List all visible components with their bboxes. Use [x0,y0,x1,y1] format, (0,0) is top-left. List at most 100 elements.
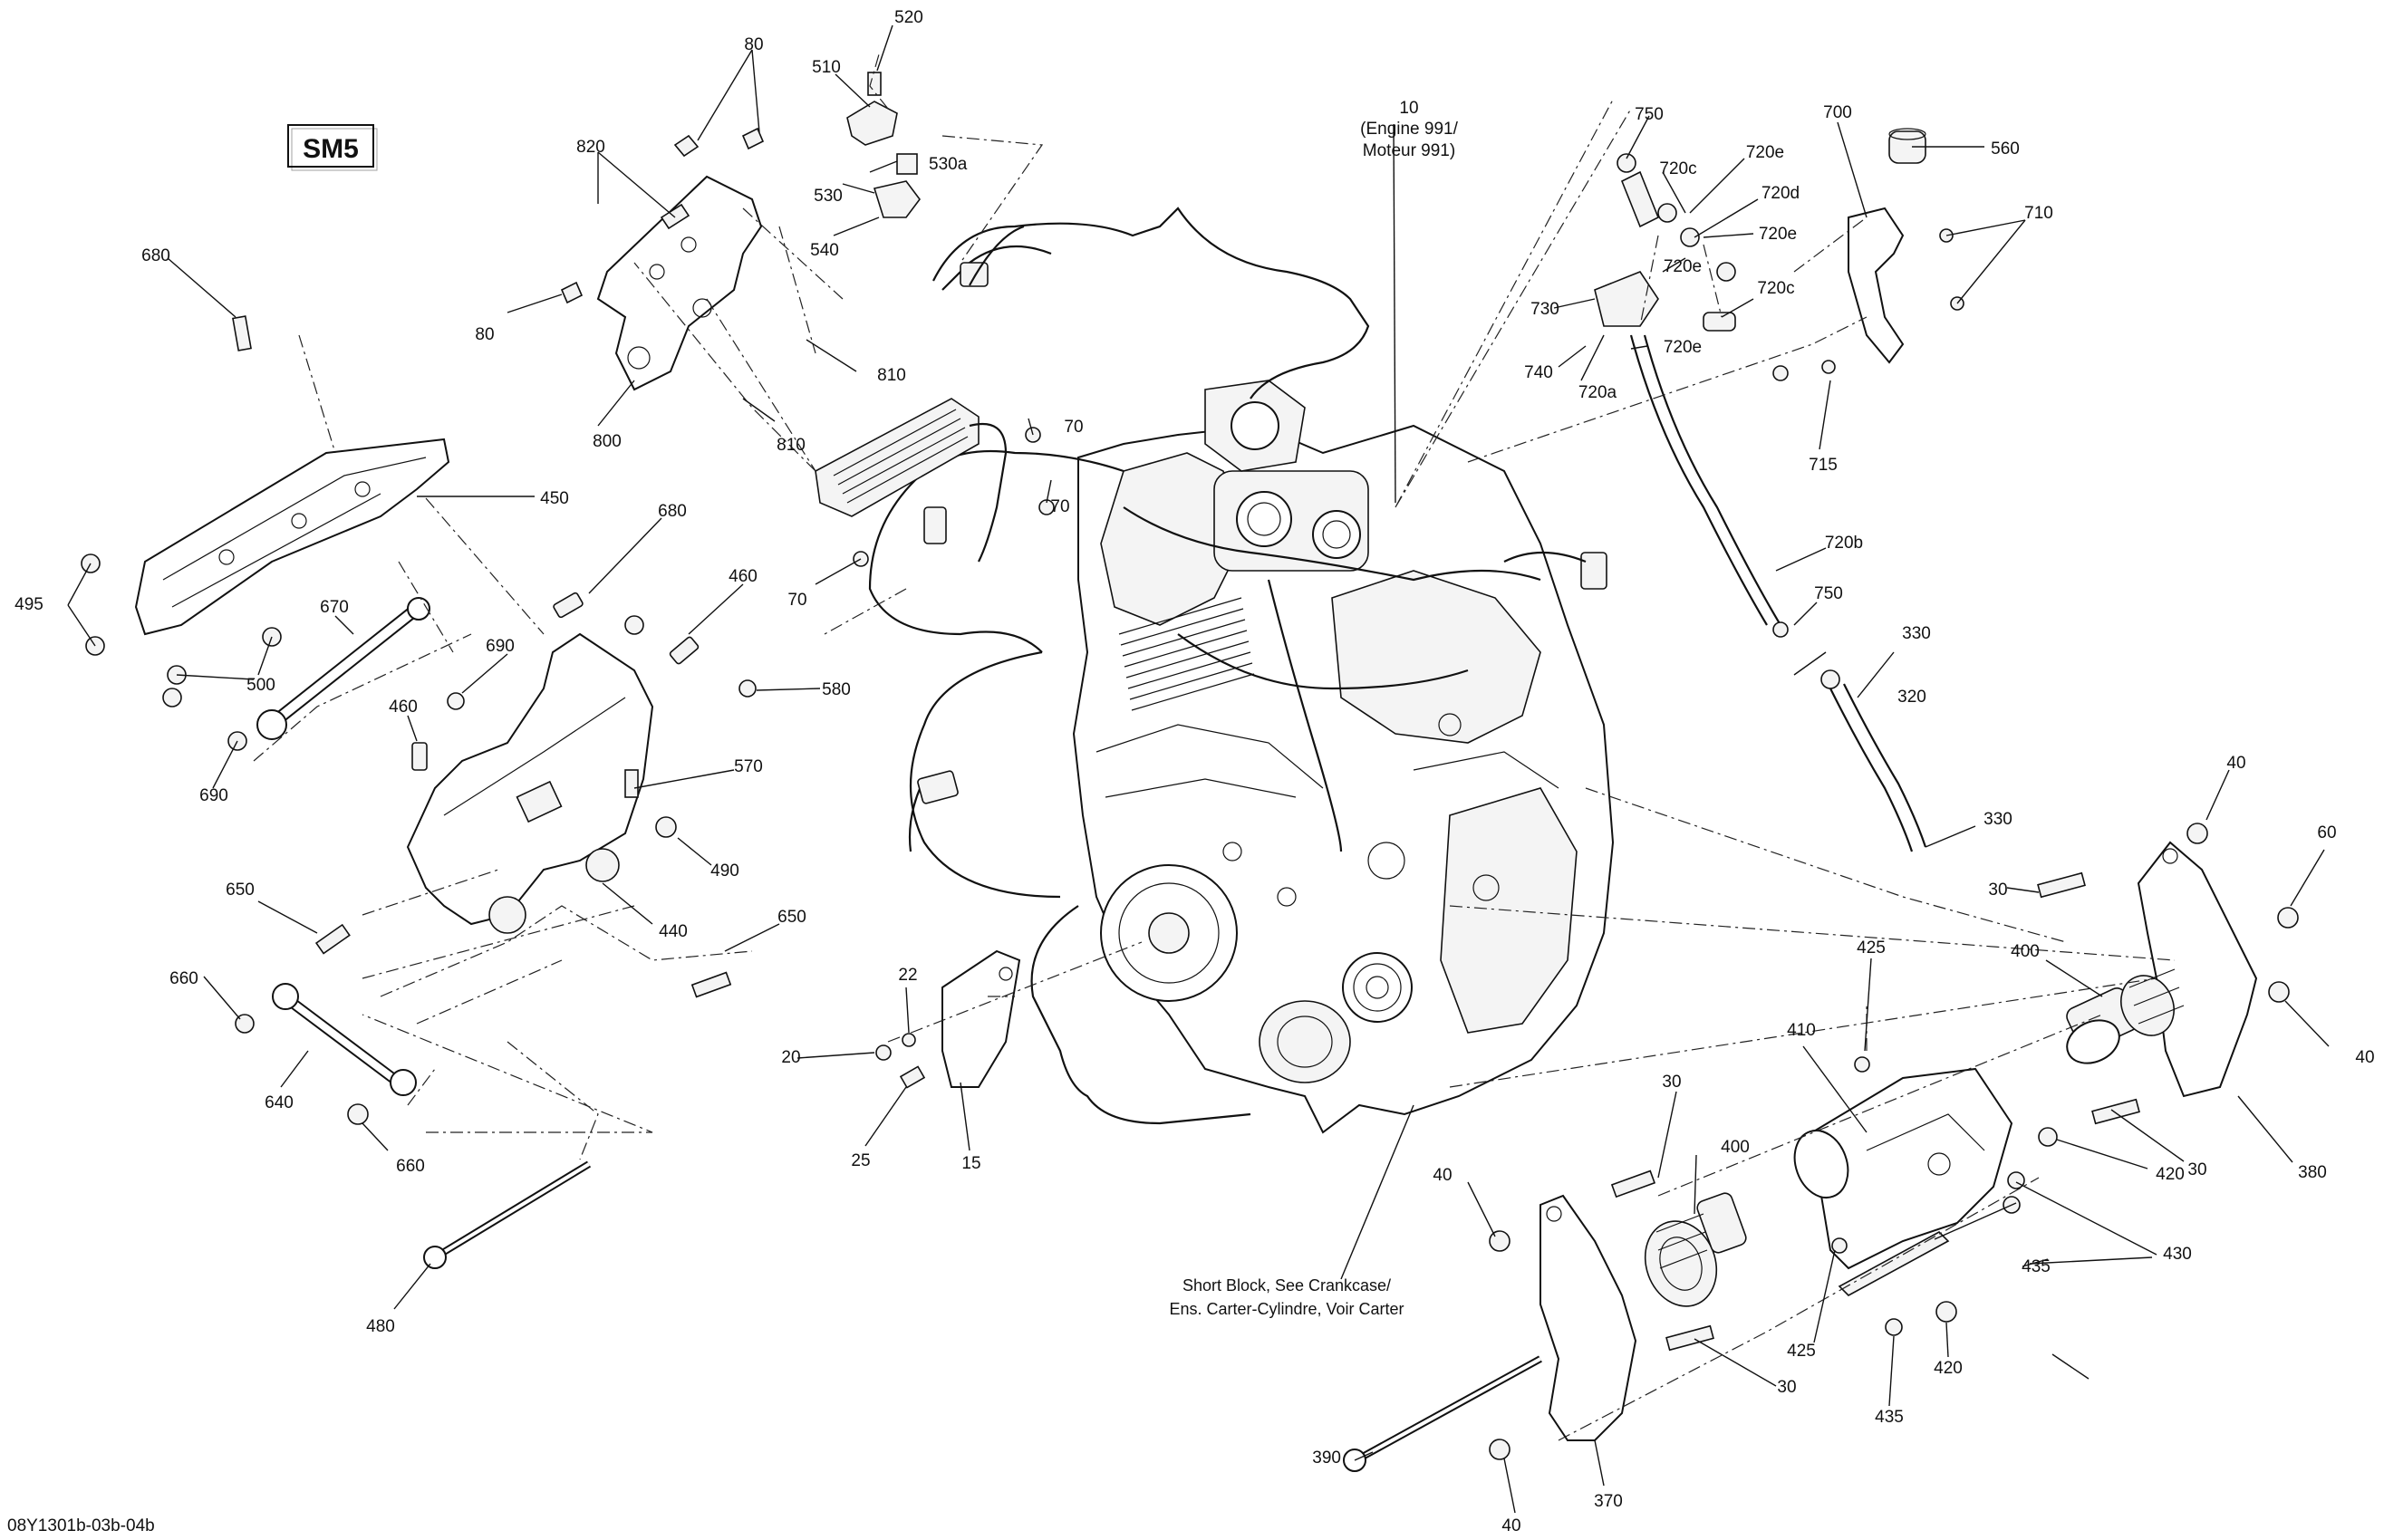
callout-label: 640 [265,1093,294,1112]
callout-label: 720e [1746,143,1784,162]
callout-label: 30 [1988,881,2007,900]
callout-label: 70 [787,591,806,610]
engine-callout-line2: Moteur 991) [1363,141,1455,160]
callout-label: 560 [1991,140,2020,159]
callout-label: 660 [396,1157,425,1176]
callout-label: 720a [1578,383,1617,402]
callout-label: 750 [1635,105,1664,124]
ignition-coil [815,398,1008,563]
engine-block [1072,380,1615,1134]
callout-label: 390 [1312,1449,1341,1468]
callout-label: 480 [366,1317,395,1336]
bolt-480 [423,1160,592,1269]
engine-callout-number: 10 [1399,99,1418,118]
callout-label: 20 [781,1048,800,1067]
callout-label: 520 [894,8,923,27]
callout-label: 380 [2298,1163,2327,1182]
short-block-line1: Short Block, See Crankcase/ [1182,1276,1391,1295]
callout-label: 400 [1721,1138,1750,1157]
callout-label: 570 [734,757,763,776]
callout-label: 400 [2011,942,2040,961]
callout-label: 720b [1825,534,1863,553]
callout-label: 40 [2226,754,2245,773]
callout-label: 490 [710,861,739,881]
callout-label: 500 [246,676,275,695]
callout-label: 435 [2022,1257,2051,1276]
sm5-badge: SM5 [287,124,378,171]
callout-label: 730 [1530,300,1559,319]
engine-callout: 10 (Engine 991/ Moteur 991) [1360,99,1458,160]
bracket-800 [560,127,765,391]
engine-callout-line1: (Engine 991/ [1360,120,1458,139]
callout-label: 30 [1777,1378,1796,1397]
callout-label: 650 [777,908,806,927]
callout-label: 700 [1823,103,1852,122]
callout-label: 710 [2024,204,2053,223]
coolant-hose [1594,153,1927,852]
wiring-harness [868,207,1607,1125]
callout-label: 420 [1934,1359,1963,1378]
callout-label: 800 [593,432,622,451]
callout-label: 530a [929,155,968,174]
bracket-700 [1848,128,1926,364]
callout-label: 510 [812,58,841,77]
callout-label: 720e [1664,338,1702,357]
callout-label: 530 [814,187,843,206]
rod-670 [256,597,430,740]
map-sensor [846,72,1025,286]
callout-label: 720e [1759,225,1797,244]
callout-label: 690 [199,786,228,805]
callout-label: 540 [810,241,839,260]
badge-label: SM5 [303,134,359,164]
callout-label: 650 [226,881,255,900]
callout-label: 420 [2156,1165,2185,1184]
callout-label: 25 [851,1151,870,1170]
callout-label: 22 [898,966,917,985]
callout-label: 15 [961,1154,980,1173]
callout-label: 670 [320,598,349,617]
callout-label: 80 [744,35,763,54]
callout-label: 40 [2355,1048,2374,1067]
callout-label: 60 [2317,823,2336,842]
short-block-note: Short Block, See Crankcase/ Ens. Carter-… [1169,1276,1404,1318]
callout-label: 740 [1524,363,1553,382]
bracket-450 [134,438,450,636]
callout-label: 330 [1902,624,1931,643]
bracket-440 [406,632,654,934]
callout-label: 320 [1897,688,1926,707]
callout-label: 810 [877,366,906,385]
assembly-lines [253,53,2176,1441]
short-block-line2: Ens. Carter-Cylindre, Voir Carter [1169,1300,1404,1318]
callout-label: 720c [1659,159,1696,178]
callout-label: 440 [659,922,688,941]
callout-label: 70 [1050,497,1069,516]
callout-label: 425 [1857,938,1886,958]
reference-code: 08Y1301b-03b-04b [7,1516,155,1535]
callout-label: 425 [1787,1342,1816,1361]
callout-label: 430 [2163,1245,2192,1264]
callout-label: 680 [658,502,687,521]
callout-label: 450 [540,489,569,508]
callout-label: 30 [1662,1073,1681,1092]
leader-lines [67,24,2330,1514]
callout-label: 720d [1761,184,1800,203]
callout-label: 70 [1064,418,1083,437]
callout-label: 460 [729,567,758,586]
callout-label: 690 [486,637,515,656]
callout-label: 435 [1875,1408,1904,1427]
callout-label: 660 [169,969,198,988]
callout-label: 495 [14,595,43,614]
callout-label: 330 [1983,810,2012,829]
callout-label: 410 [1787,1021,1816,1040]
callout-label: 720e [1664,257,1702,276]
callout-label: 30 [2187,1160,2206,1179]
callout-label: 720c [1757,279,1794,298]
callout-label: 580 [822,680,851,699]
rod-640 [272,983,417,1096]
callout-labels: 520 510 530a 530 540 80 80 820 80 810 81… [14,8,2374,1535]
bracket-15 [941,949,1021,1088]
callout-label: 40 [1501,1516,1520,1535]
callout-label: 80 [475,325,494,344]
callout-label: 460 [389,698,418,717]
